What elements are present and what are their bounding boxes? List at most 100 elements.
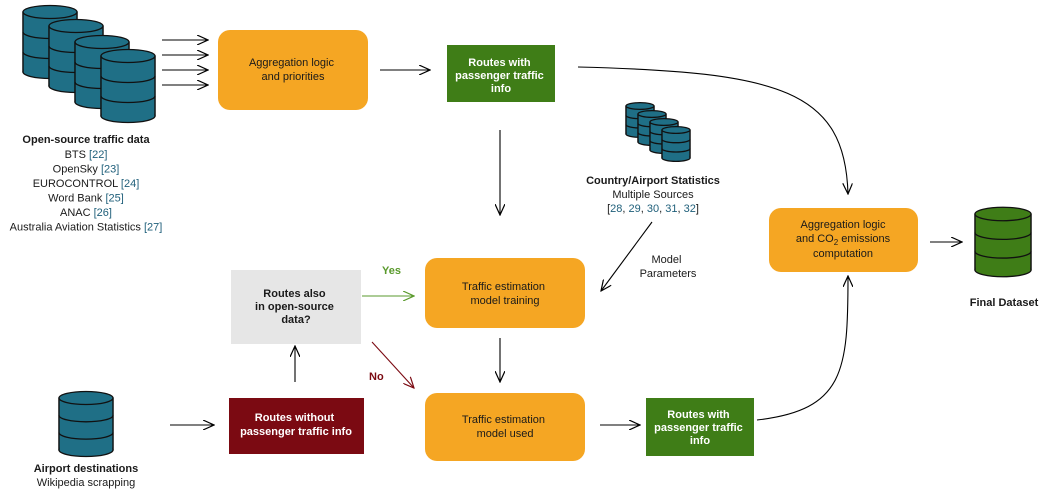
routes-top-line3: info bbox=[491, 83, 511, 95]
question-line2: in open-source bbox=[255, 301, 334, 313]
svg-text:Aggregation logic: Aggregation logic bbox=[800, 219, 886, 231]
airport-db-disc bbox=[58, 390, 114, 458]
routes-top-box: Routes with passenger traffic info bbox=[447, 45, 555, 102]
svg-text:computation: computation bbox=[813, 248, 873, 260]
country-refs-separator: , bbox=[678, 203, 684, 215]
aggregation-top-shape bbox=[218, 30, 368, 110]
svg-text:Traffic estimation model: Traffic estimation model used bbox=[462, 414, 548, 440]
open-source-title: Open-source traffic data bbox=[22, 134, 150, 146]
used-line1: Traffic estimation bbox=[462, 414, 545, 426]
aggregation-top-box: Aggregation logic and priorities bbox=[218, 30, 368, 110]
aggregation-co2-box: Aggregation logic and CO2 emissions comp… bbox=[769, 208, 918, 272]
final-db-disc bbox=[974, 206, 1032, 278]
country-ref-number: 31 bbox=[665, 203, 677, 215]
open-source-list: BTS [22] OpenSky [23] EUROCONTROL [24] Word… bbox=[10, 149, 163, 234]
country-db-disc-4 bbox=[661, 125, 691, 163]
country-stats-title: Country/Airport Statistics bbox=[586, 175, 720, 187]
country-refs-separator: , bbox=[622, 203, 628, 215]
svg-text:Routes without passenger: Routes without passenger traffic info bbox=[240, 412, 352, 438]
open-source-item-name: Word Bank bbox=[48, 193, 105, 205]
country-ref-number: 32 bbox=[684, 203, 696, 215]
open-source-item-name: BTS bbox=[65, 149, 89, 161]
country-refs-open-bracket: [ bbox=[607, 203, 610, 215]
open-source-item: Word Bank [25] bbox=[48, 193, 124, 205]
open-source-item-ref: [24] bbox=[121, 178, 139, 190]
arrow-routes-to-co2-bottom bbox=[756, 276, 848, 421]
open-source-item: BTS [22] bbox=[65, 149, 108, 161]
question-box: Routes also in open-source data? bbox=[231, 270, 361, 344]
country-ref-number: 29 bbox=[629, 203, 641, 215]
open-source-item-ref: [27] bbox=[144, 222, 162, 234]
routes-without-box: Routes without passenger traffic info bbox=[229, 398, 364, 454]
routes-bottom-line1: Routes with bbox=[667, 409, 730, 421]
question-line3: data? bbox=[281, 314, 311, 326]
country-stats-refs: [28, 29, 30, 31, 32] bbox=[607, 203, 699, 215]
final-dataset-title: Final Dataset bbox=[970, 297, 1039, 309]
country-refs-close-bracket: ] bbox=[696, 203, 699, 215]
routes-without-line2: passenger traffic info bbox=[240, 426, 352, 438]
arrow-stats-to-training bbox=[601, 221, 653, 291]
airport-destinations-title: Airport destinations bbox=[34, 463, 139, 475]
svg-text:Routes with passenger tr: Routes with passenger traffic info bbox=[455, 57, 547, 95]
svg-text:Aggregation logic and pr: Aggregation logic and priorities bbox=[249, 57, 337, 83]
open-source-item-name: EUROCONTROL bbox=[33, 178, 121, 190]
open-source-item-ref: [22] bbox=[89, 149, 107, 161]
no-label: No bbox=[369, 371, 384, 383]
used-box: Traffic estimation model used bbox=[425, 393, 585, 461]
question-shape bbox=[231, 270, 361, 344]
training-line2: model training bbox=[470, 295, 539, 307]
question-line1: Routes also bbox=[263, 288, 326, 300]
yes-label: Yes bbox=[382, 265, 401, 277]
model-parameters-line2: Parameters bbox=[640, 268, 697, 280]
arrow-routes-to-co2 bbox=[577, 66, 848, 194]
open-source-item: OpenSky [23] bbox=[53, 164, 120, 176]
aggregation-co2-shape bbox=[769, 208, 918, 272]
aggregation-co2-line1: Aggregation logic bbox=[800, 219, 886, 231]
open-source-item-name: OpenSky bbox=[53, 164, 101, 176]
aggregation-top-line1: Aggregation logic bbox=[249, 57, 335, 69]
aggregation-co2-line3: computation bbox=[813, 248, 873, 260]
svg-text:Routes with passenger tr: Routes with passenger traffic info bbox=[654, 409, 746, 447]
used-line2: model used bbox=[477, 428, 534, 440]
svg-text:Routes also in open-sour: Routes also in open-source data? bbox=[255, 288, 337, 326]
training-shape bbox=[425, 258, 585, 328]
routes-bottom-line3: info bbox=[690, 435, 710, 447]
svg-text:Model Parameters: Model Parameters bbox=[640, 254, 697, 280]
training-line1: Traffic estimation bbox=[462, 281, 545, 293]
open-source-item-name: Australia Aviation Statistics bbox=[10, 222, 144, 234]
routes-bottom-box: Routes with passenger traffic info bbox=[646, 398, 754, 456]
open-source-item: EUROCONTROL [24] bbox=[33, 178, 140, 190]
aggregation-co2-line2-suffix: emissions bbox=[838, 233, 890, 245]
svg-text:Traffic estimation model: Traffic estimation model training bbox=[462, 281, 548, 307]
aggregation-co2-line2-sub: 2 bbox=[834, 238, 839, 247]
country-ref-number: 30 bbox=[647, 203, 659, 215]
routes-top-line1: Routes with bbox=[468, 57, 531, 69]
country-refs-separator: , bbox=[641, 203, 647, 215]
country-ref-number: 28 bbox=[610, 203, 622, 215]
routes-bottom-shape bbox=[646, 398, 754, 456]
open-source-item-ref: [25] bbox=[105, 193, 123, 205]
routes-without-shape bbox=[229, 398, 364, 454]
svg-text:and CO2 emissions: and CO2 emissions bbox=[796, 233, 891, 247]
training-box: Traffic estimation model training bbox=[425, 258, 585, 328]
country-statistics-database-icon bbox=[625, 101, 691, 163]
open-source-item-ref: [26] bbox=[94, 207, 112, 219]
routes-bottom-line2: passenger traffic bbox=[654, 422, 743, 434]
airport-destinations-database-icon bbox=[58, 390, 114, 458]
aggregation-top-line2: and priorities bbox=[262, 71, 325, 83]
used-shape bbox=[425, 393, 585, 461]
routes-without-line1: Routes without bbox=[255, 412, 335, 424]
connector-arrows bbox=[162, 40, 962, 425]
routes-top-line2: passenger traffic bbox=[455, 70, 544, 82]
country-stats-subtitle: Multiple Sources bbox=[612, 189, 694, 201]
routes-top-shape bbox=[447, 45, 555, 102]
open-source-database-icon bbox=[22, 4, 156, 124]
open-source-item-ref: [23] bbox=[101, 164, 119, 176]
open-source-item: ANAC [26] bbox=[60, 207, 112, 219]
open-source-item: Australia Aviation Statistics [27] bbox=[10, 222, 163, 234]
open-source-db-disc-4 bbox=[100, 48, 156, 124]
airport-destinations-subtitle: Wikipedia scrapping bbox=[37, 477, 135, 489]
model-parameters-line1: Model bbox=[651, 254, 681, 266]
country-refs-separator: , bbox=[659, 203, 665, 215]
open-source-item-name: ANAC bbox=[60, 207, 94, 219]
